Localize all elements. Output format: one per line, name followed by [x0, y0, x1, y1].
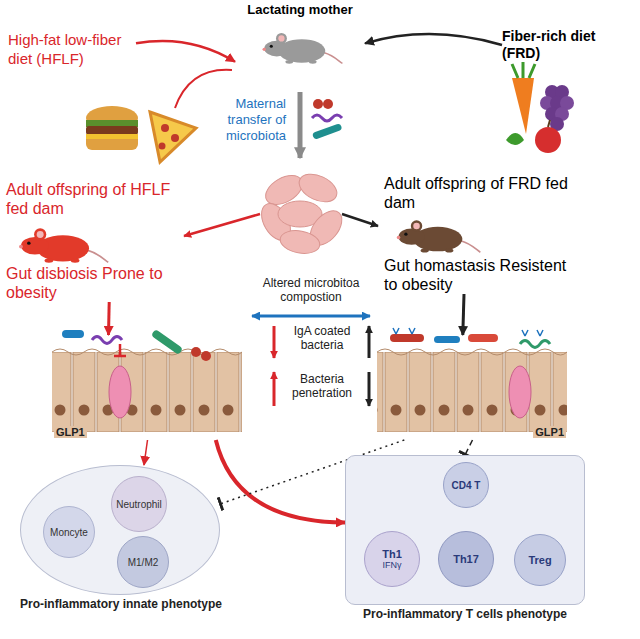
node-subtext: Gut homastasis Resistent to obesity — [384, 256, 584, 294]
epithelium: GLP1 — [375, 335, 570, 440]
node-text: Fiber-rich diet (FRD) — [502, 28, 620, 62]
node-text: Adult offspring of HFLF fed dam — [6, 180, 178, 218]
node-text: GLP1 — [533, 426, 566, 438]
annotation: Altered microbitoa compostion — [247, 276, 375, 304]
connector — [107, 302, 111, 335]
cell-circle: Moncyte — [43, 506, 95, 558]
innate-panel: Pro-inflammatory innate phenotypeNeutrop… — [20, 465, 220, 595]
node-text: GLP1 — [54, 426, 87, 438]
offspring-group: Adult offspring of FRD fed damGut homast… — [384, 174, 584, 294]
connector — [144, 440, 148, 465]
cell-circle: Th17 — [438, 531, 494, 587]
node-text: Lactating mother — [235, 2, 365, 18]
diet-label: High-fat low-fiber diet (HFLF) — [8, 30, 136, 68]
node-subtext: Gut disbiosis Prone to obesity — [6, 264, 178, 302]
cell-circle: Th1IFNγ — [364, 531, 420, 587]
node-text: Pro-inflammatory T cells phenotype — [346, 607, 584, 621]
node-text: CD4 T — [452, 480, 481, 491]
node-text: Th17 — [453, 553, 479, 565]
connector — [465, 440, 473, 455]
mother-group: Lactating mother — [235, 2, 365, 94]
cell-circle: Treg — [514, 534, 566, 586]
node-text: Neutrophil — [116, 499, 162, 510]
cell-circle: M1/M2 — [117, 536, 169, 588]
node-text: Moncyte — [50, 527, 88, 538]
annotation: Maternal transfer of microbiota — [196, 96, 286, 144]
node-text: Pro-inflammatory innate phenotype — [11, 597, 231, 611]
connector — [216, 440, 345, 523]
connector — [365, 34, 502, 45]
node-text: Treg — [528, 554, 551, 566]
connector — [136, 41, 235, 62]
connector — [463, 294, 464, 335]
annotation: Bacteria penetration — [282, 372, 362, 400]
node-text: M1/M2 — [128, 557, 159, 568]
offspring-group: Adult offspring of HFLF fed damGut disbi… — [6, 180, 178, 302]
node-text: High-fat low-fiber diet (HFLF) — [8, 30, 136, 68]
node-subtext: IFNγ — [383, 560, 402, 570]
cell-circle: Neutrophil — [111, 476, 167, 532]
cell-circle: CD4 T — [443, 462, 489, 508]
epithelium: GLP1 — [50, 335, 245, 440]
node-text: Th1 — [382, 548, 402, 560]
diet-label: Fiber-rich diet (FRD) — [502, 28, 620, 62]
tcell-panel: Pro-inflammatory T cells phenotypeCD4 TT… — [345, 455, 585, 605]
node-text: Adult offspring of FRD fed dam — [384, 174, 584, 212]
annotation: IgA coated bacteria — [282, 324, 362, 352]
